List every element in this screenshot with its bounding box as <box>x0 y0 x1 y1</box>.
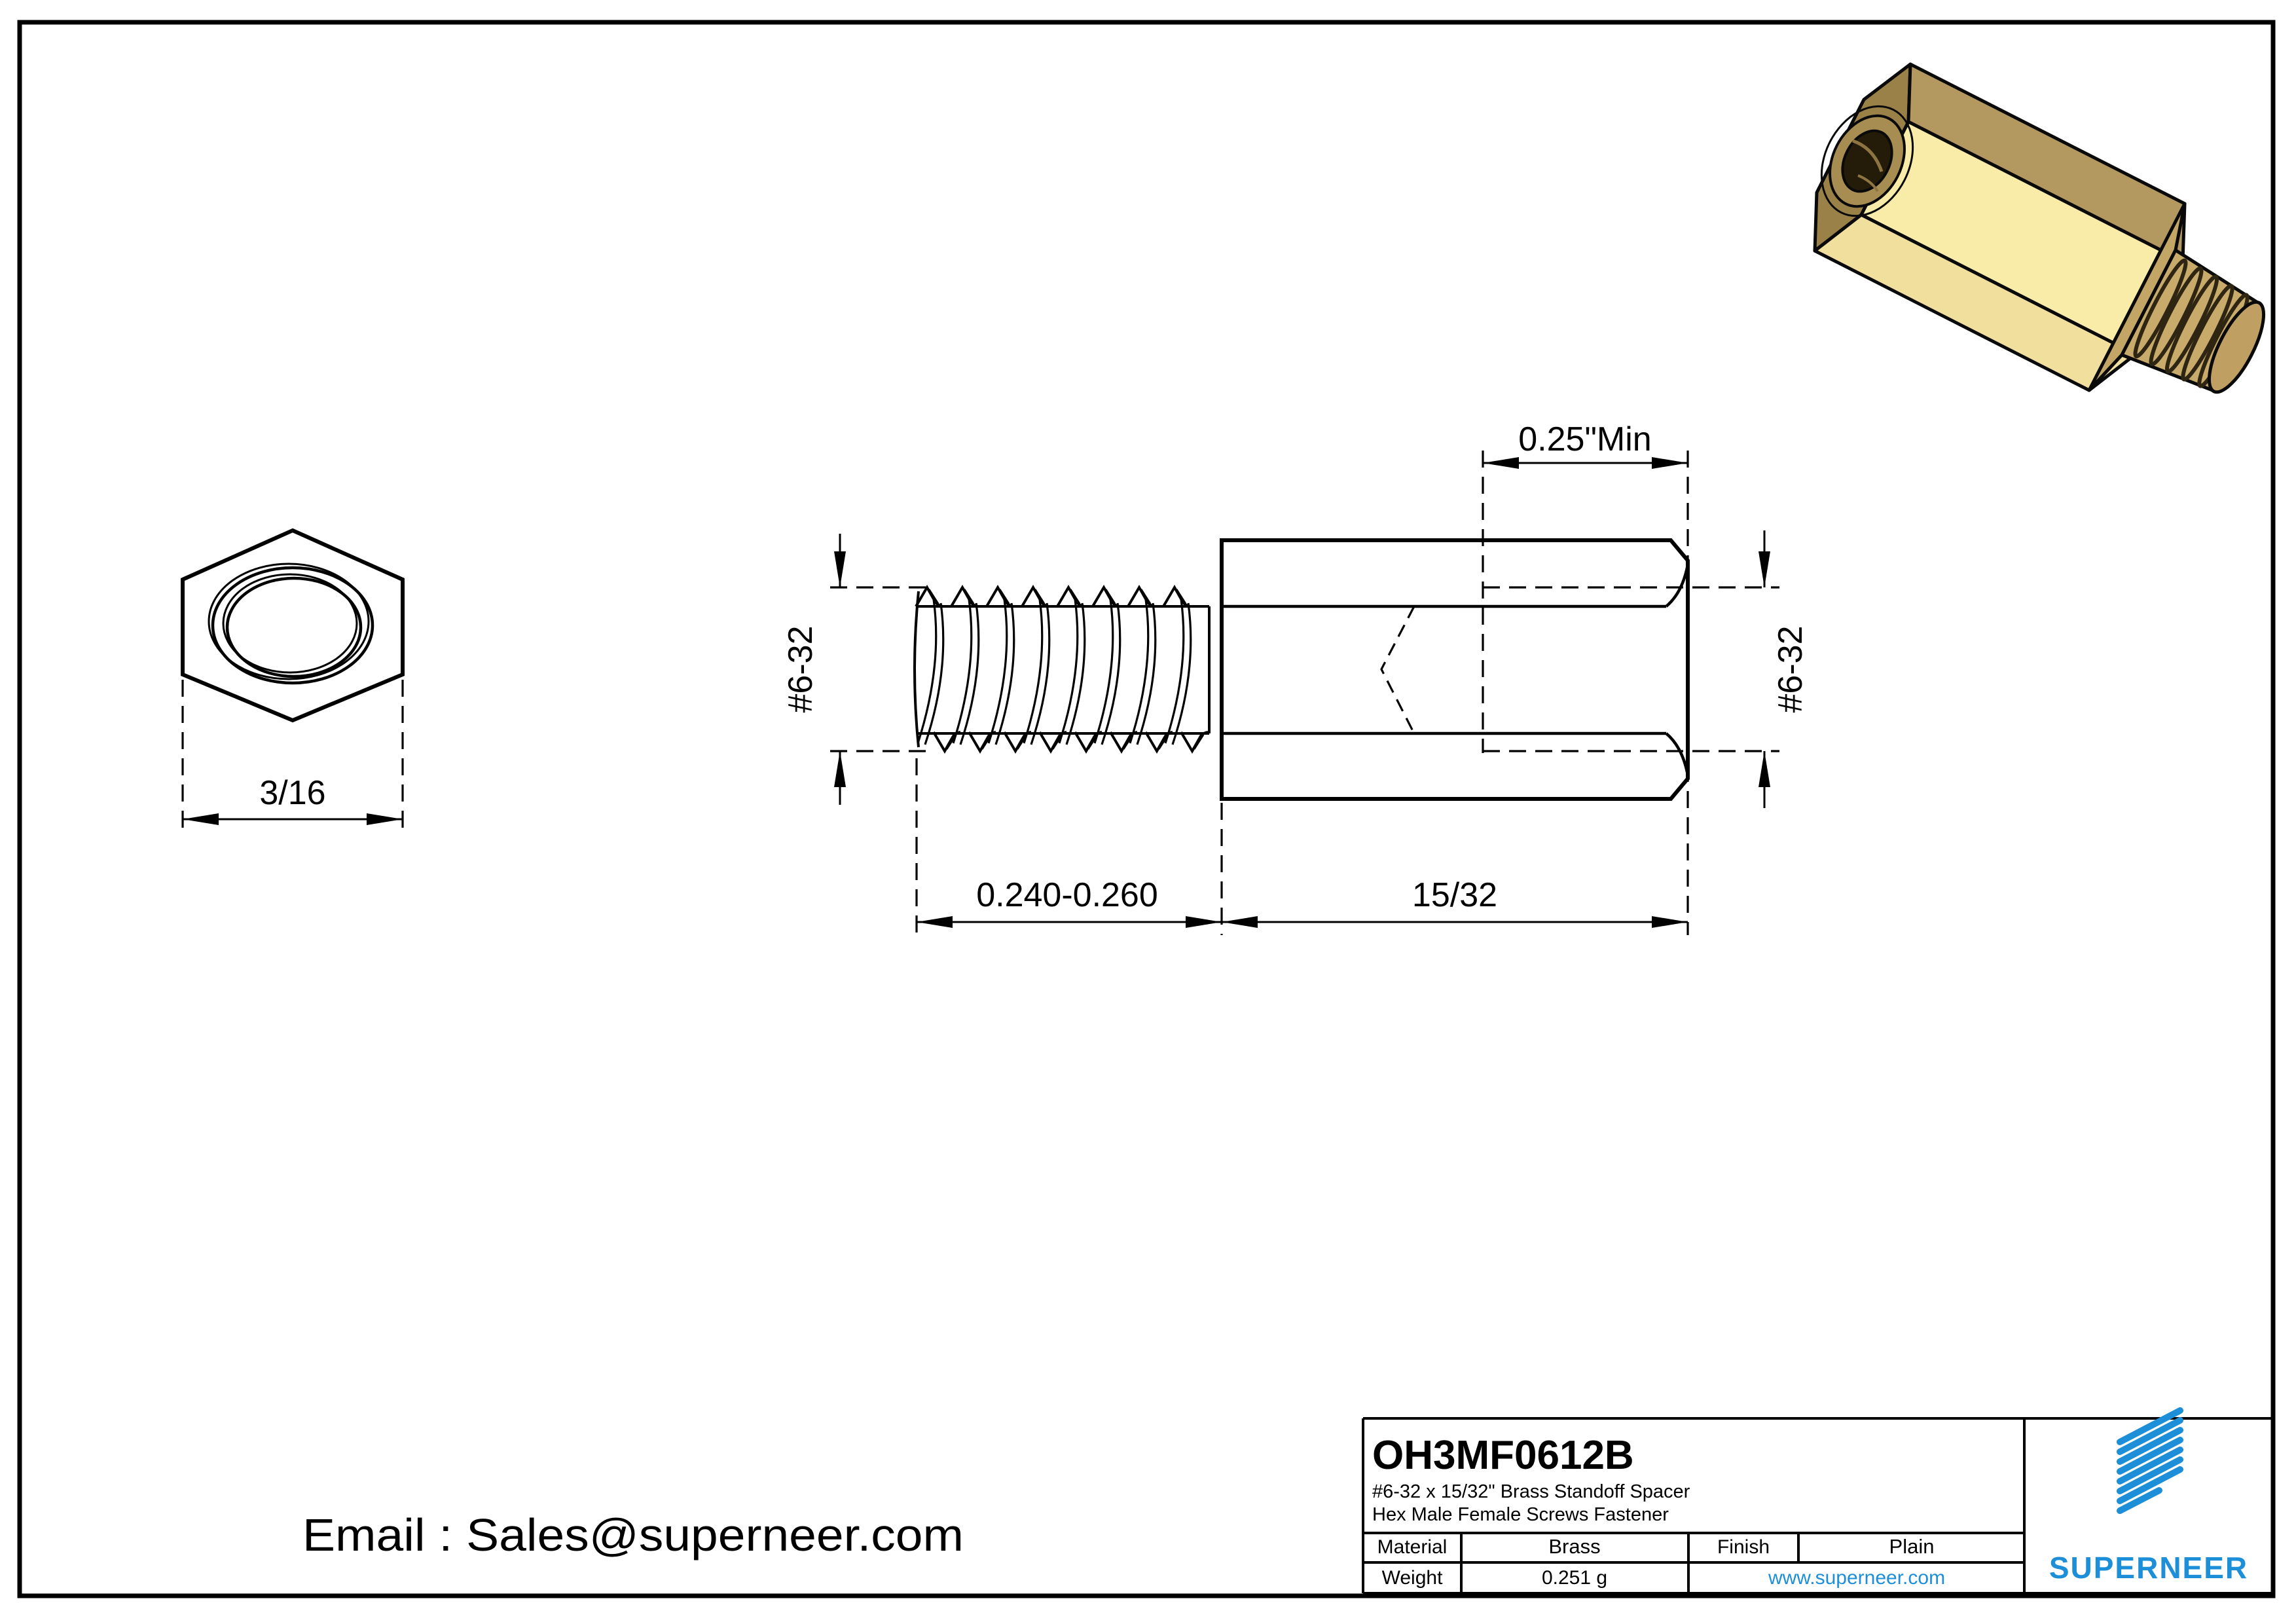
title-block: OH3MF0612B #6-32 x 15/32" Brass Standoff… <box>1362 1407 2273 1595</box>
counterbore-circle <box>211 566 374 685</box>
thread-hole-circle-offset <box>222 573 358 674</box>
dim-body-length-text: 15/32 <box>1412 876 1497 914</box>
email-text: Email : Sales@superneer.com <box>302 1509 964 1560</box>
dim-male-thread: #6-32 <box>782 534 935 805</box>
description-line1: #6-32 x 15/32" Brass Standoff Spacer <box>1372 1481 1690 1502</box>
arrowhead-down <box>834 551 846 587</box>
render-hole-thread-glint <box>1852 139 1884 172</box>
website-link[interactable]: www.superneer.com <box>1768 1567 1945 1589</box>
side-view: 0.25"Min #6-32 #6-32 <box>782 420 1810 935</box>
dim-thread-length-text: 0.240-0.260 <box>976 876 1158 914</box>
dim-bottom: 0.240-0.260 15/32 <box>915 758 1688 935</box>
description-line2: Hex Male Female Screws Fastener <box>1372 1504 1669 1525</box>
render-3d <box>1813 62 2266 394</box>
material-label: Material <box>1377 1536 1448 1558</box>
hex-outline <box>181 528 405 723</box>
dim-female-thread-text: #6-32 <box>1772 626 1810 713</box>
render-hole-thread-glint2 <box>1857 174 1879 193</box>
dim-female-thread: #6-32 <box>1758 530 1810 808</box>
male-thread <box>913 586 1211 752</box>
thread-crests-top <box>915 586 1192 608</box>
female-thread-hidden <box>1380 451 1779 935</box>
dim-female-depth-text: 0.25"Min <box>1518 420 1651 458</box>
arrowhead-mid-left <box>1186 916 1222 928</box>
render-tapped-hole <box>1841 129 1893 193</box>
render-chamfer-ring <box>1820 105 1914 217</box>
arrowhead-right <box>1652 457 1688 469</box>
arrowhead-mid-right <box>1222 916 1258 928</box>
arrowhead-down <box>1758 551 1770 587</box>
hex-end-view: 3/16 <box>181 528 405 833</box>
sheet-border <box>17 20 2276 1598</box>
finish-label: Finish <box>1717 1536 1770 1558</box>
brand-wordmark: SUPERNEER <box>2049 1551 2248 1585</box>
arrowhead-right <box>367 813 403 825</box>
render-stud-tip <box>2207 300 2266 394</box>
drill-point-chevron <box>1380 606 1415 734</box>
material-value: Brass <box>1548 1535 1600 1558</box>
arrowhead-left <box>917 916 953 928</box>
weight-value: 0.251 g <box>1542 1567 1607 1589</box>
part-number: OH3MF0612B <box>1372 1433 1634 1478</box>
dim-male-thread-text: #6-32 <box>782 626 820 713</box>
chamfer-arc-upper <box>1665 564 1690 608</box>
finish-value: Plain <box>1889 1535 1935 1558</box>
arrowhead-up <box>834 751 846 787</box>
arrowhead-right <box>1652 916 1688 928</box>
arrowhead-left <box>1483 457 1519 469</box>
arrowhead-up <box>1758 751 1770 787</box>
thread-helix-lines <box>917 598 1192 746</box>
arrowhead-left <box>183 813 219 825</box>
dim-hex-width: 3/16 <box>259 774 325 812</box>
render-stud-threads <box>2133 258 2250 388</box>
superneer-logo-icon <box>2117 1407 2183 1514</box>
body-outline <box>1220 538 1690 801</box>
thread-hole-circle <box>225 576 363 678</box>
thread-end-cap <box>913 591 920 748</box>
weight-label: Weight <box>1382 1567 1443 1589</box>
counterbore-circle-offset <box>208 563 370 680</box>
dim-female-depth: 0.25"Min <box>1483 420 1688 469</box>
